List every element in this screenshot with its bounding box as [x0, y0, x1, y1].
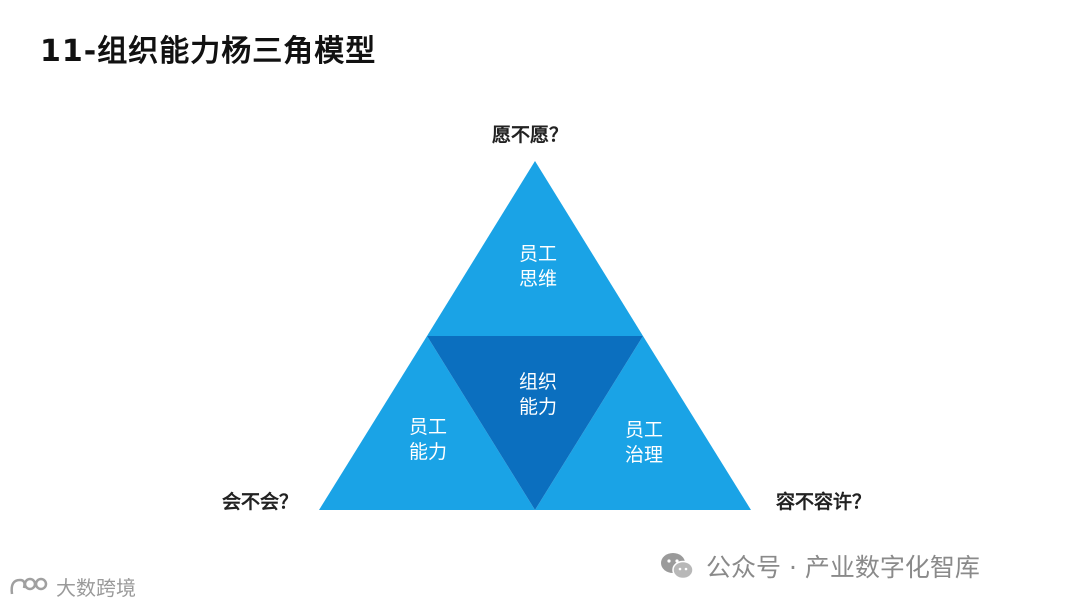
- left-triangle-line1: 员工: [408, 416, 447, 438]
- question-top: 愿不愿？: [492, 124, 569, 146]
- top-triangle-label: 员工 思维: [498, 242, 578, 292]
- watermark-text: 公众号 · 产业数字化智库: [706, 553, 980, 582]
- top-triangle-line2: 思维: [518, 268, 557, 290]
- top-triangle-line1: 员工: [518, 243, 557, 265]
- left-triangle: [319, 336, 535, 510]
- center-triangle-line2: 能力: [518, 396, 557, 418]
- top-triangle: [427, 161, 643, 336]
- brand-watermark: 大数跨境: [6, 572, 136, 601]
- watermark: 公众号 · 产业数字化智库: [660, 548, 980, 584]
- wechat-icon: [661, 553, 694, 580]
- right-triangle-line2: 治理: [624, 444, 663, 466]
- right-triangle-label: 员工 治理: [604, 418, 684, 468]
- brand-watermark-text: 大数跨境: [56, 576, 136, 600]
- brand-logo-icon: [10, 577, 48, 594]
- left-triangle-label: 员工 能力: [388, 415, 468, 465]
- center-triangle: [427, 336, 643, 510]
- question-right: 容不容许？: [776, 491, 872, 513]
- page-title: 11-组织能力杨三角模型: [40, 34, 377, 69]
- question-left: 会不会？: [222, 491, 299, 513]
- left-triangle-line2: 能力: [408, 441, 447, 463]
- center-triangle-label: 组织 能力: [498, 370, 578, 420]
- right-triangle-line1: 员工: [624, 419, 663, 441]
- center-triangle-line1: 组织: [518, 371, 557, 393]
- right-triangle: [535, 336, 751, 510]
